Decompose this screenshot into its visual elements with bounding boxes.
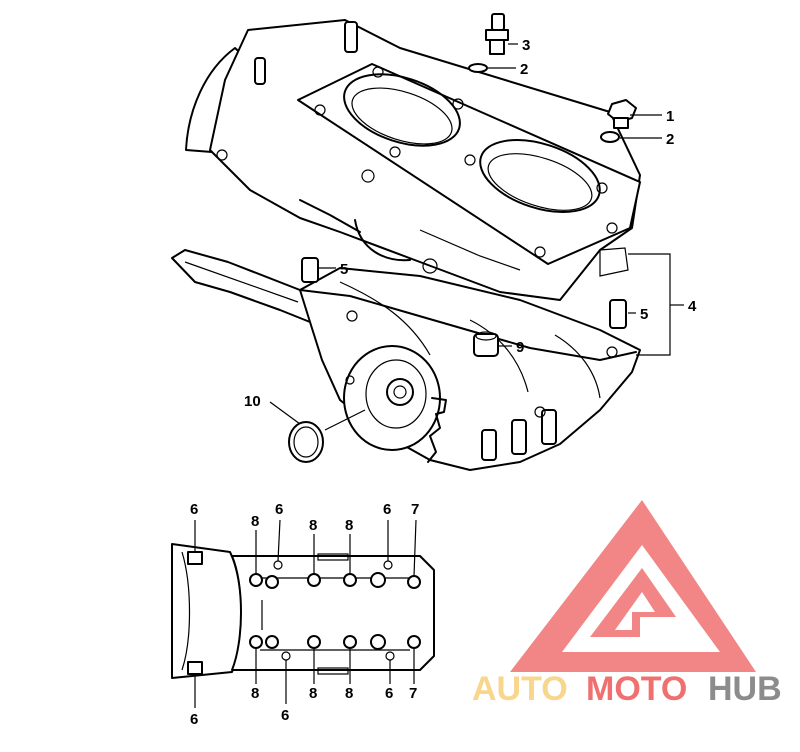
callout-8: 8: [251, 513, 259, 530]
callout-1: 1: [666, 108, 674, 125]
watermark-word-hub: HUB: [708, 670, 782, 708]
drain-plug: [607, 99, 637, 129]
callout-9: 9: [516, 339, 524, 356]
watermark-word-auto: AUTO: [472, 670, 568, 708]
callout-10: 10: [244, 393, 261, 410]
callout-8: 8: [309, 517, 317, 534]
upper-crankcase-half: [185, 19, 641, 301]
washer-lower: [600, 131, 620, 143]
callout-8: 8: [251, 685, 259, 702]
callout-6: 6: [190, 711, 198, 728]
breather-fitting: [485, 13, 509, 55]
callout-6: 6: [383, 501, 391, 518]
callout-8: 8: [345, 685, 353, 702]
callout-6: 6: [281, 707, 289, 724]
callout-6: 6: [190, 501, 198, 518]
callout-2: 2: [666, 131, 674, 148]
snap-ring: [288, 421, 324, 463]
callout-4: 4: [688, 298, 697, 315]
lower-crankcase-half: [171, 249, 641, 471]
callout-6: 6: [385, 685, 393, 702]
callout-8: 8: [345, 517, 353, 534]
callout-5: 5: [340, 261, 348, 278]
leader-lines-bottom: [194, 519, 417, 708]
dowel-pin-right: [609, 299, 627, 329]
callout-7: 7: [411, 501, 419, 518]
dowel-pin-left: [301, 257, 319, 283]
callout-3: 3: [522, 37, 530, 54]
callout-5: 5: [640, 306, 648, 323]
callout-2: 2: [520, 61, 528, 78]
callout-6: 6: [275, 501, 283, 518]
bushing: [473, 331, 499, 357]
watermark-logo: [510, 500, 756, 672]
leader-lines-top: [269, 43, 684, 431]
crankcase-bottom-view: [171, 543, 435, 679]
washer-upper: [468, 63, 488, 73]
callout-8: 8: [309, 685, 317, 702]
watermark-word-moto: MOTO: [586, 670, 687, 708]
callout-7: 7: [409, 685, 417, 702]
